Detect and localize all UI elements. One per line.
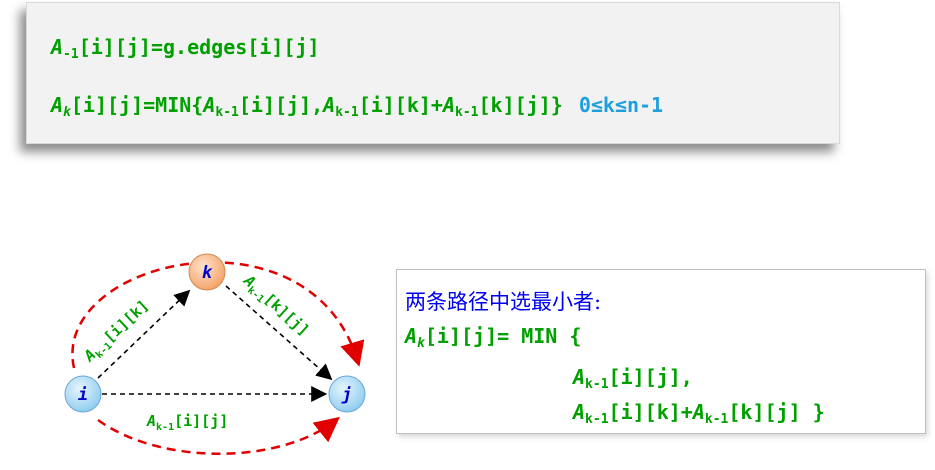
node-k bbox=[188, 253, 226, 291]
formula-box: A-1[i][j]=g.edges[i][j] Ak[i][j]=MIN{Ak-… bbox=[26, 2, 840, 144]
node-i-label: i bbox=[78, 385, 88, 405]
result-box: 两条路径中选最小者: Ak[i][j]= MIN { Ak-1[i][j], A… bbox=[396, 269, 926, 434]
range-constraint: 0≤k≤n-1 bbox=[578, 93, 664, 117]
formula-init: A-1[i][j]=g.edges[i][j] bbox=[51, 35, 320, 62]
red-path-lower bbox=[97, 416, 340, 455]
node-j bbox=[328, 375, 366, 413]
result-line-term2: Ak-1[i][k]+Ak-1[k][j] } bbox=[573, 400, 825, 427]
result-line-term1: Ak-1[i][j], bbox=[573, 365, 693, 392]
node-j-label: j bbox=[341, 385, 352, 405]
edge-label-ik: Ak-1[i][k] bbox=[80, 296, 154, 367]
formula-recurrence: Ak[i][j]=MIN{Ak-1[i][j],Ak-1[i][k]+Ak-1[… bbox=[51, 93, 664, 120]
result-line-min: Ak[i][j]= MIN { bbox=[405, 324, 582, 351]
result-title: 两条路径中选最小者: bbox=[405, 290, 602, 314]
edge-label-ij: Ak-1[i][j] bbox=[146, 412, 228, 433]
node-i bbox=[64, 375, 102, 413]
node-k-label: k bbox=[202, 263, 213, 283]
path-graph: i k j Ak-1[i][k] Ak-1[k][j] Ak-1[i][j] bbox=[64, 253, 366, 455]
edge-i-k bbox=[97, 289, 191, 379]
